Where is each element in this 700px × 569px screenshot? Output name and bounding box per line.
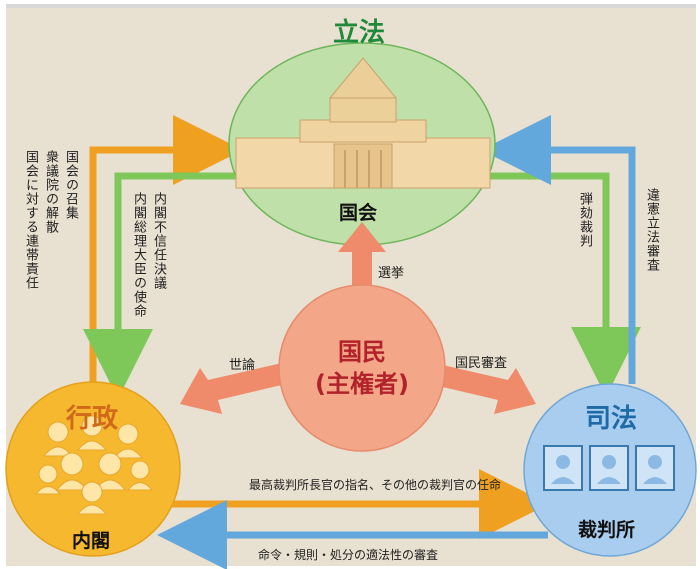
diet-to-court-label: 弾劾裁判 [577,192,592,248]
arrow-people-to-court [426,363,536,414]
court-to-diet-label: 違憲立法審査 [644,188,659,272]
court-to-cabinet-label: 命令・規則・処分の適法性の審査 [258,548,439,562]
people-label-line2: (主権者) [315,370,409,398]
cabinet-to-diet-label-3: 国会に対する連帯責任 [23,150,38,290]
arrow-people-to-diet [338,222,386,300]
election-label: 選挙 [378,266,405,281]
arrow-diet-to-cabinet [83,172,240,399]
executive-title: 行政 [66,404,119,434]
judiciary-body-label: 裁判所 [578,519,636,541]
executive-body-label: 内閣 [72,530,111,552]
people-circle [278,284,446,452]
people-label-line1: 国民 [338,338,386,366]
people-label: 国民 (主権者) [282,336,442,400]
legislature-title: 立法 [333,18,386,48]
judiciary-title: 司法 [585,404,638,434]
arrow-court-to-diet [481,115,636,384]
legislature-label-bg [310,194,414,224]
national-review-label: 国民審査 [455,356,508,371]
executive-circle [5,381,181,557]
cabinet-people-illustration [34,415,154,515]
cabinet-to-court-label: 最高裁判所長官の指名、その他の裁判官の任命 [249,478,502,492]
diet-to-cabinet-label-2: 内閣総理大臣の使命 [131,192,146,318]
cabinet-to-diet-label-2: 衆議院の解散 [43,150,58,234]
top-strip [6,4,696,8]
arrow-people-to-cabinet [180,363,290,414]
diet-to-cabinet-label-1: 内閣不信任決議 [151,192,166,290]
cabinet-to-diet-label-1: 国会の召集 [63,150,78,220]
public-opinion-label: 世論 [229,358,256,373]
diet-building-illustration [235,57,491,189]
legislature-body-label: 国会 [339,202,378,224]
arrow-cabinet-to-diet [89,115,243,383]
judges-illustration [543,445,675,491]
